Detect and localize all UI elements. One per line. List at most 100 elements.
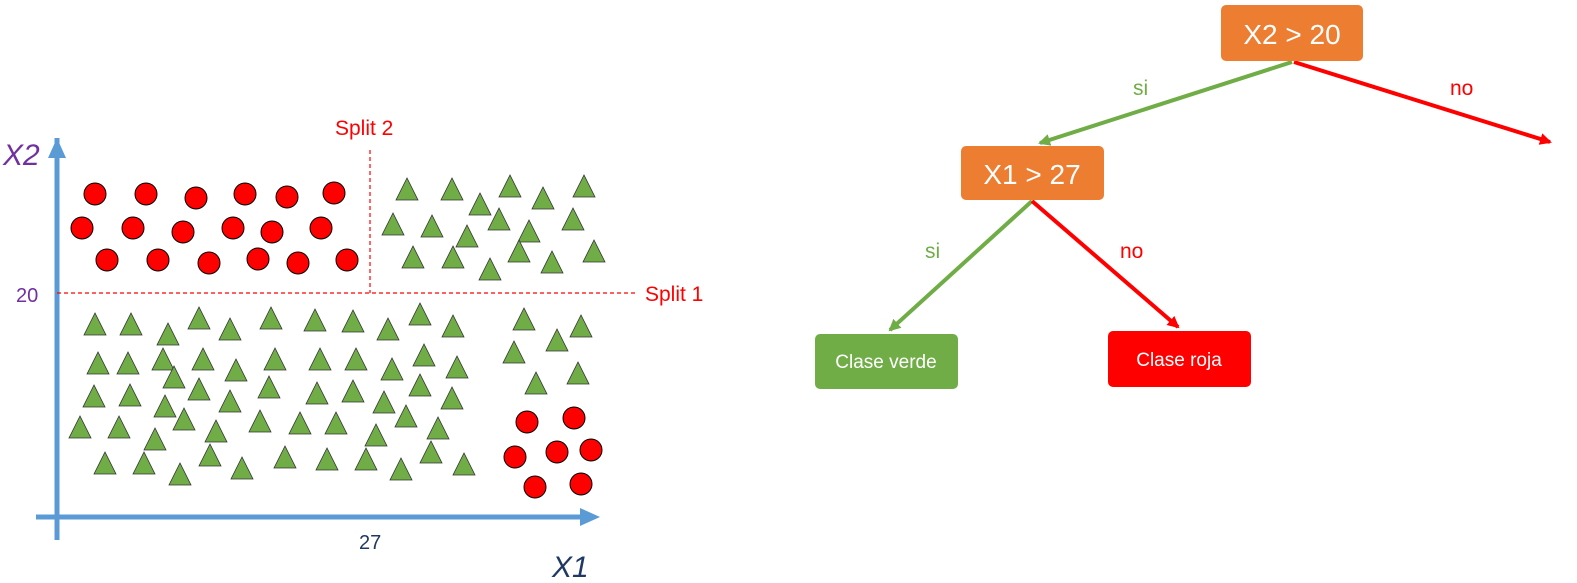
edge-root-yes-label: si [1133, 77, 1148, 100]
green-triangle-point [572, 174, 596, 198]
green-triangle-point [412, 343, 436, 367]
green-triangle-point [376, 317, 400, 341]
green-triangle-point [502, 340, 526, 364]
tree-node2-label: X1 > 27 [983, 159, 1080, 190]
green-triangle-point [441, 314, 465, 338]
red-circle-point [246, 247, 270, 271]
green-triangle-point [218, 317, 242, 341]
red-circle-point [523, 475, 547, 499]
green-triangle-point [364, 423, 388, 447]
green-triangle-point [143, 427, 167, 451]
green-triangle-point [408, 302, 432, 326]
green-triangle-point [408, 373, 432, 397]
green-triangle-point [341, 309, 365, 333]
red-circle-point [545, 440, 569, 464]
green-triangle-point [191, 347, 215, 371]
green-triangle-point [230, 456, 254, 480]
edge-node2-no [1030, 199, 1180, 329]
tree-leaf-red: Clase roja [1108, 331, 1251, 387]
green-triangle-point [344, 347, 368, 371]
green-triangle-point [187, 306, 211, 330]
red-circle-point [309, 216, 333, 240]
red-circle-point [171, 220, 195, 244]
decision-tree: si no si no X2 > 20 X1 > 27 Clase verde … [815, 5, 1552, 389]
green-triangle-point [107, 415, 131, 439]
green-triangle-point [445, 355, 469, 379]
green-triangle-point [341, 379, 365, 403]
green-triangle-point [401, 245, 425, 269]
green-triangle-point [315, 447, 339, 471]
x1-axis-label: X1 [551, 551, 589, 583]
green-triangle-point [381, 212, 405, 236]
green-triangle-point [132, 451, 156, 475]
red-circle-point [515, 410, 539, 434]
red-circle-point [70, 216, 94, 240]
edge-node2-yes-label: si [925, 240, 940, 263]
red-circle-point [286, 251, 310, 275]
tree-leaf-green: Clase verde [815, 334, 958, 389]
red-circle-point [260, 220, 284, 244]
green-triangle-point [372, 390, 396, 414]
green-triangle-point [118, 383, 142, 407]
green-triangle-point [380, 357, 404, 381]
edge-root-no [1293, 60, 1552, 145]
green-triangle-point [569, 314, 593, 338]
edge-root-yes [1038, 60, 1293, 146]
green-triangle-point [531, 186, 555, 210]
green-triangle-point [426, 416, 450, 440]
green-triangle-point [116, 351, 140, 375]
red-circle-point [184, 186, 208, 210]
red-circle-point [83, 182, 107, 206]
edge-root-no-label: no [1450, 77, 1473, 100]
green-triangle-point [524, 371, 548, 395]
green-triangle-point [324, 411, 348, 435]
edge-node2-no-label: no [1120, 240, 1143, 263]
green-triangle-point [172, 407, 196, 431]
green-triangle-point [151, 347, 175, 371]
green-triangle-point [259, 306, 283, 330]
green-triangle-point [394, 404, 418, 428]
green-triangle-point [478, 257, 502, 281]
green-triangle-point [224, 358, 248, 382]
red-circle-point [146, 248, 170, 272]
x1-axis-arrowhead [580, 508, 600, 526]
green-triangle-point [441, 245, 465, 269]
split1-label: Split 1 [645, 283, 703, 306]
green-triangle-point [263, 347, 287, 371]
green-triangle-point [389, 457, 413, 481]
red-circle-point [579, 438, 603, 462]
red-circle-point [569, 472, 593, 496]
tick-20-label: 20 [16, 285, 38, 307]
green-triangle-point [582, 239, 606, 263]
green-triangle-point [507, 239, 531, 263]
green-triangle-point [354, 447, 378, 471]
green-triangle-point [93, 451, 117, 475]
red-circle-point [95, 248, 119, 272]
green-triangle-point [303, 308, 327, 332]
red-circle-point [275, 185, 299, 209]
red-circle-point [134, 182, 158, 206]
green-triangle-point [452, 452, 476, 476]
red-circle-point [121, 216, 145, 240]
green-triangle-point [218, 389, 242, 413]
red-circle-point [562, 406, 586, 430]
tree-leaf-green-label: Clase verde [835, 352, 936, 373]
x2-axis-arrowhead [48, 138, 66, 158]
x2-axis-label: X2 [2, 139, 40, 172]
green-triangle-point [440, 386, 464, 410]
green-triangle-point [68, 415, 92, 439]
green-triangle-point [512, 307, 536, 331]
green-triangle-point [248, 409, 272, 433]
green-triangle-point [168, 462, 192, 486]
green-triangle-point [545, 328, 569, 352]
green-triangle-point [561, 207, 585, 231]
green-triangle-point [83, 312, 107, 336]
green-triangle-point [156, 322, 180, 346]
tree-leaf-red-label: Clase roja [1136, 350, 1222, 371]
green-triangle-point [86, 351, 110, 375]
tree-root-label: X2 > 20 [1243, 19, 1340, 50]
tree-node2: X1 > 27 [961, 146, 1104, 200]
tree-root-node: X2 > 20 [1221, 5, 1363, 61]
edge-node2-yes [888, 199, 1034, 332]
